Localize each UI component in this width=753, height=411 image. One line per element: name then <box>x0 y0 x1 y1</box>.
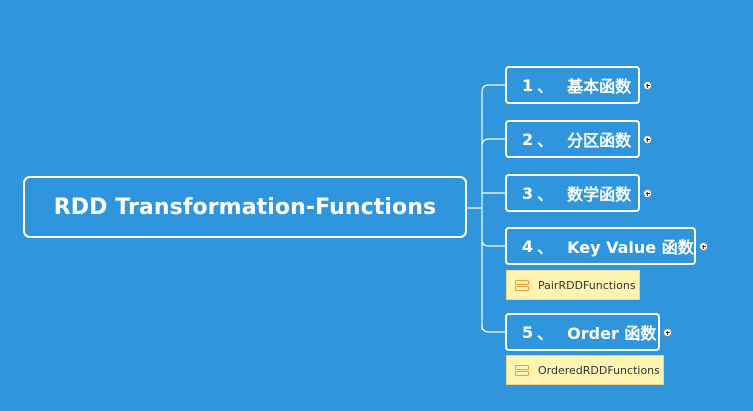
branch-label: 分区函数 <box>567 131 632 150</box>
root-topic[interactable]: RDD Transformation-Functions <box>23 176 467 238</box>
branch-number: 3 <box>522 183 534 203</box>
connector-branch-5 <box>481 324 505 333</box>
expand-plus-icon[interactable] <box>699 242 708 251</box>
connector-branch-1 <box>481 84 505 93</box>
note-icon <box>515 279 529 291</box>
note-text: PairRDDFunctions <box>538 278 636 292</box>
branch-label: 数学函数 <box>567 185 632 204</box>
branch-number: 4 <box>522 236 534 256</box>
branch-separator: 、 <box>537 77 554 96</box>
branch-topic-5[interactable]: 5 、 Order 函数 <box>505 313 660 351</box>
branch-topic-3[interactable]: 3 、 数学函数 <box>505 174 640 212</box>
note-text: OrderedRDDFunctions <box>538 363 660 377</box>
branch-label: 基本函数 <box>567 77 632 96</box>
connector-branch-2 <box>481 138 505 147</box>
branch-topic-2[interactable]: 2 、 分区函数 <box>505 120 640 158</box>
expand-plus-icon[interactable] <box>663 328 672 337</box>
note-ordered-rdd-functions[interactable]: OrderedRDDFunctions <box>506 355 664 385</box>
branch-topic-4[interactable]: 4 、 Key Value 函数 <box>505 227 696 265</box>
branch-separator: 、 <box>537 131 554 150</box>
branch-separator: 、 <box>537 238 554 257</box>
note-icon <box>515 364 529 376</box>
note-pair-rdd-functions[interactable]: PairRDDFunctions <box>506 270 640 300</box>
branch-number: 5 <box>522 322 534 342</box>
branch-number: 2 <box>522 129 534 149</box>
branch-number: 1 <box>522 75 534 95</box>
branch-separator: 、 <box>537 185 554 204</box>
connector-branch-4 <box>481 239 505 247</box>
branch-topic-1[interactable]: 1 、 基本函数 <box>505 66 640 104</box>
branch-label: Key Value 函数 <box>567 238 694 257</box>
root-topic-label: RDD Transformation-Functions <box>53 194 437 220</box>
expand-plus-icon[interactable] <box>643 135 652 144</box>
expand-plus-icon[interactable] <box>643 189 652 198</box>
branch-separator: 、 <box>537 324 554 343</box>
expand-plus-icon[interactable] <box>643 81 652 90</box>
branch-label: Order 函数 <box>567 324 657 343</box>
